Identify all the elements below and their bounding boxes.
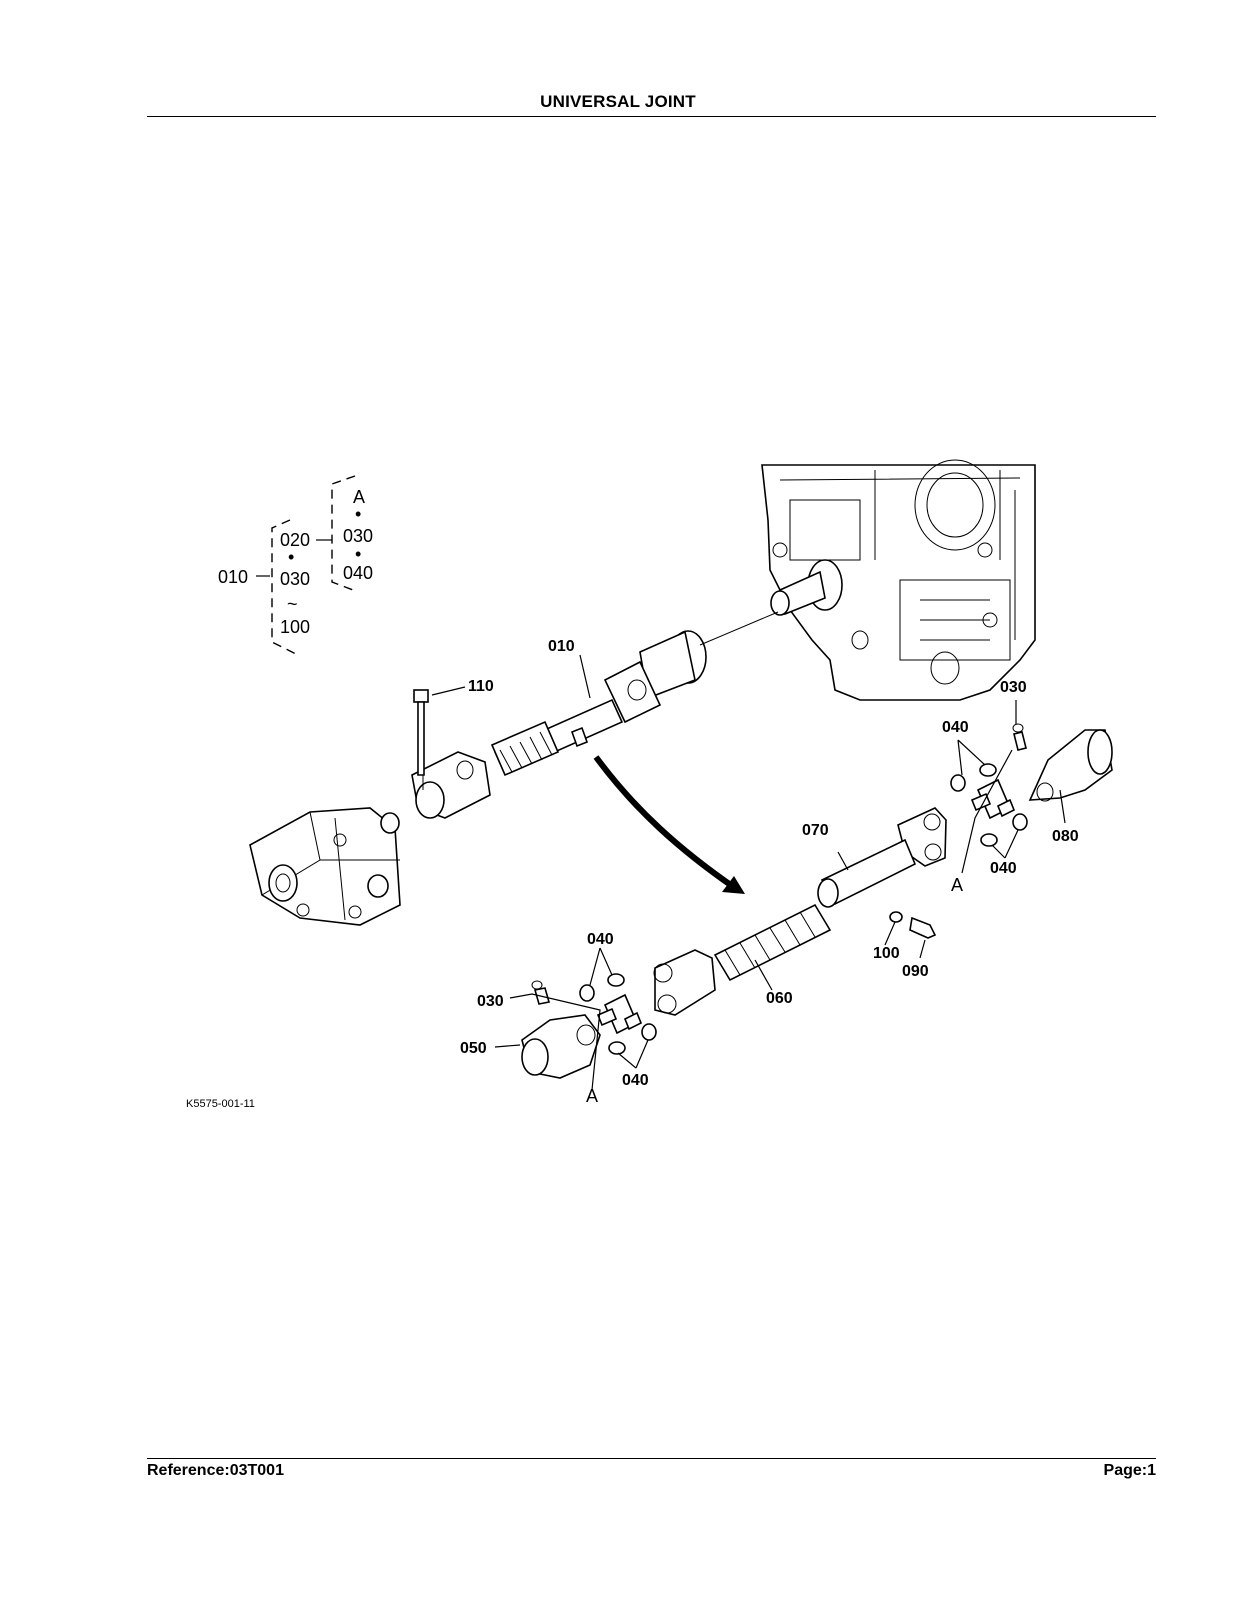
bracket-inner-item: ~ [287,594,298,614]
callout-040-right-top: 040 [942,719,969,736]
bracket-sub-item: 030 [343,526,373,546]
callout-040-left-top: 040 [587,931,614,948]
figure-code: K5575-001-11 [186,1098,255,1110]
callout-080: 080 [1052,828,1079,845]
bracket-sub-item: 040 [343,563,373,583]
footer-rule [147,1458,1156,1459]
bracket-root-label: 010 [218,567,248,587]
bracket-sub-item: A [353,487,365,507]
bracket-inner-item: 030 [280,569,310,589]
callout-050: 050 [460,1040,487,1057]
transmission-housing [761,459,1036,701]
callout-030-right: 030 [1000,679,1027,696]
callout-100: 100 [873,945,900,962]
callout-030-left: 030 [477,993,504,1010]
exploded-shaft-assembly [653,807,947,1016]
callout-040-left-bottom: 040 [622,1072,649,1089]
bracket-sub-item: • [355,504,361,524]
callout-090: 090 [902,963,929,980]
callout-110: 110 [468,678,494,695]
footer-reference: Reference:03T001 [147,1462,284,1479]
cross-kit-left [521,973,657,1079]
bracket-inner-item: 100 [280,617,310,637]
hydraulic-pump [249,807,401,926]
assembly-bracket-group [256,475,356,655]
drive-shaft-010 [411,630,707,819]
callout-070: 070 [802,822,829,839]
footer-page-number: Page:1 [1103,1462,1156,1479]
bracket-sub-item: • [355,544,361,564]
header-rule [147,116,1156,117]
callout-060: 060 [766,990,793,1007]
callout-040-right-bottom: 040 [990,860,1017,877]
callout-010: 010 [548,638,575,655]
callout-a-right: A [951,875,963,895]
bracket-inner-item: 020 [280,530,310,550]
page-title: UNIVERSAL JOINT [540,92,696,111]
callout-a-left: A [586,1086,598,1106]
cross-kit-right [950,723,1113,847]
bracket-inner-item: • [288,547,294,567]
